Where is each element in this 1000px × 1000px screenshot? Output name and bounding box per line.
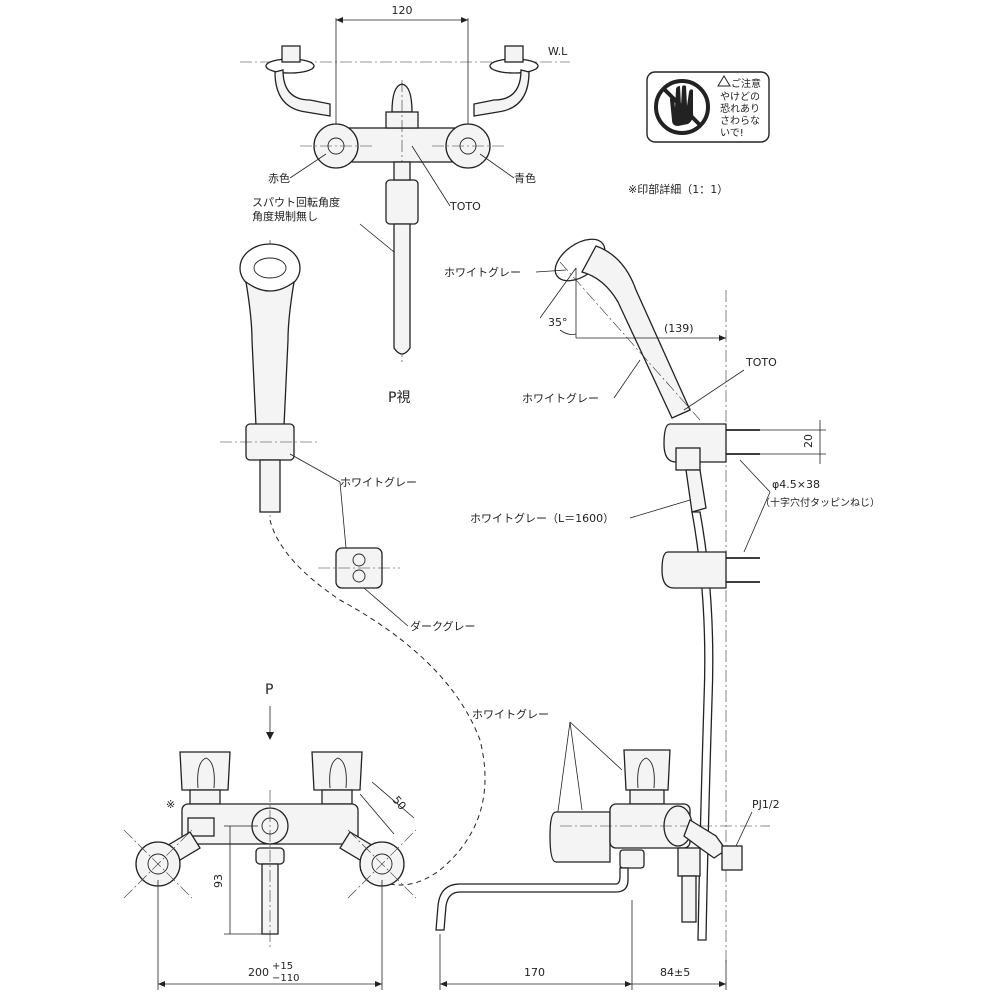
dim-50-label: 50: [390, 794, 409, 813]
dim-170-label: 170: [524, 966, 545, 979]
caution-line3: さわらな: [720, 115, 760, 127]
screw-note-label: （十字穴付タッピンねじ）: [760, 496, 880, 509]
cold-color-label: 青色: [514, 171, 536, 185]
bottom-color-label: ホワイトグレー: [472, 707, 549, 721]
angle-label: 35°: [548, 316, 568, 329]
holder-color-label: ホワイトグレー: [340, 475, 417, 489]
hose-label: ホワイトグレー（L＝1600）: [470, 511, 614, 525]
caution-line1: やけどの: [720, 91, 760, 103]
bracket-color-label: ダークグレー: [410, 619, 476, 633]
detail-caption: ※印部詳細（1：1）: [628, 182, 728, 196]
side-view: 35° (139) ホワイトグレー TOTO ホワイトグレー 20 φ4.5×3…: [444, 238, 880, 965]
mark-label: ※: [166, 798, 175, 811]
hose-dashed: [269, 519, 486, 886]
caution-line4: いで!: [720, 128, 744, 139]
top-view: 120 W.L 赤色 青色 TOTO: [240, 4, 570, 406]
dim-bracket-label: 20: [802, 434, 815, 448]
dim-length-label: (139): [664, 322, 694, 335]
head-color-label: ホワイトグレー: [444, 265, 521, 279]
caution-line2: 恐れあり: [720, 103, 760, 115]
dim-84-label: 84±5: [660, 966, 690, 979]
handshower-front: ホワイトグレー ダークグレー: [220, 240, 476, 633]
view-p-label: P視: [388, 390, 410, 406]
caution-title: ご注意: [731, 77, 761, 90]
front-view: P ※ 50: [123, 682, 417, 990]
handle-color-label: ホワイトグレー: [522, 391, 599, 405]
hot-color-label: 赤色: [268, 171, 290, 185]
screw-spec-label: φ4.5×38: [772, 478, 820, 491]
view-arrow-label: P: [265, 682, 273, 698]
top-brand-label: TOTO: [449, 200, 481, 213]
bottom-side-view: ホワイトグレー PJ1/2 170 84±5: [435, 707, 780, 990]
dim-93-label: 93: [212, 874, 225, 888]
tol-plus-label: +15: [272, 961, 293, 972]
side-brand-label: TOTO: [745, 356, 777, 369]
pipe-size-label: PJ1/2: [752, 798, 780, 811]
warning-sticker: ご注意 やけどの 恐れあり さわらな いで! ※印部詳細（1：1）: [628, 71, 770, 196]
water-level-label: W.L: [548, 45, 568, 58]
spout-note-line1: スパウト回転角度: [252, 195, 340, 209]
dim-center-spacing: 120: [392, 4, 413, 17]
dim-width-label: 200: [248, 966, 269, 979]
spout-note-line2: 角度規制無し: [252, 209, 318, 223]
tol-minus-label: −110: [272, 973, 299, 984]
